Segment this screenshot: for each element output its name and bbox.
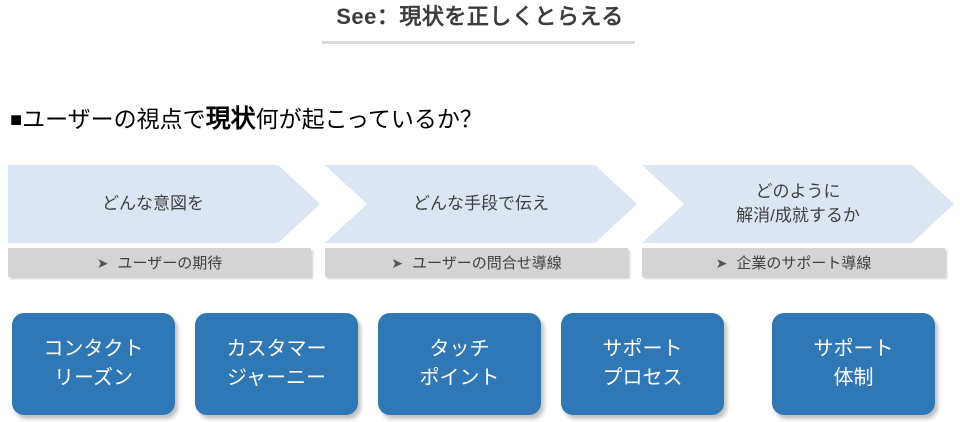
caption-bar-step-3[interactable]: ➤ 企業のサポート導線 (642, 248, 945, 277)
caption-label-step-1: ユーザーの期待 (117, 255, 223, 272)
triangle-right-icon: ➤ (391, 254, 404, 271)
process-chevron-row: どんな意図を どんな手段で伝え どのように 解消/成就するか (0, 165, 960, 243)
topic-card-label: サポート プロセス (602, 338, 683, 389)
subtitle-heading: ■ユーザーの視点で現状何が起こっているか？ (10, 102, 483, 137)
subtitle-tail-text: 何が起こっているか？ (255, 106, 483, 132)
topic-card-row: コンタクト リーズン カスタマー ジャーニー タッチ ポイント サポート プロセ… (0, 313, 960, 416)
topic-card-touch-point[interactable]: タッチ ポイント (378, 313, 541, 415)
topic-card-label: コンタクト リーズン (43, 338, 144, 389)
chevron-arrow-step-2[interactable]: どんな手段で伝え (325, 165, 637, 243)
caption-bar-step-1[interactable]: ➤ ユーザーの期待 (8, 248, 311, 277)
caption-bar-row: ➤ ユーザーの期待 ➤ ユーザーの問合せ導線 ➤ 企業のサポート導線 (0, 248, 960, 278)
square-bullet-icon: ■ (10, 109, 23, 131)
topic-card-label: カスタマー ジャーニー (226, 338, 327, 389)
chevron-arrow-step-3[interactable]: どのように 解消/成就するか (642, 165, 954, 243)
chevron-label-step-2: どんな手段で伝え (413, 194, 549, 213)
title-underline-divider (322, 41, 635, 44)
subtitle-emphasis-text: 現状 (205, 105, 256, 133)
triangle-right-icon: ➤ (715, 254, 728, 271)
triangle-right-icon: ➤ (96, 254, 109, 271)
chevron-arrow-step-1[interactable]: どんな意図を (8, 165, 320, 243)
topic-card-label: タッチ ポイント (419, 338, 500, 389)
topic-card-label: サポート 体制 (813, 338, 894, 389)
topic-card-customer-journey[interactable]: カスタマー ジャーニー (195, 313, 358, 415)
subtitle-lead-text: ユーザーの視点で (22, 106, 206, 132)
caption-label-step-3: 企業のサポート導線 (736, 255, 872, 272)
page-title: See：現状を正しくとらえる (336, 4, 624, 29)
chevron-label-step-3: どのように 解消/成就するか (736, 182, 860, 225)
topic-card-contact-reason[interactable]: コンタクト リーズン (12, 313, 175, 415)
topic-card-support-process[interactable]: サポート プロセス (561, 313, 724, 415)
topic-card-support-structure[interactable]: サポート 体制 (772, 313, 935, 415)
caption-label-step-2: ユーザーの問合せ導線 (412, 255, 562, 272)
caption-bar-step-2[interactable]: ➤ ユーザーの問合せ導線 (325, 248, 628, 277)
chevron-label-step-1: どんな意図を (102, 194, 204, 213)
